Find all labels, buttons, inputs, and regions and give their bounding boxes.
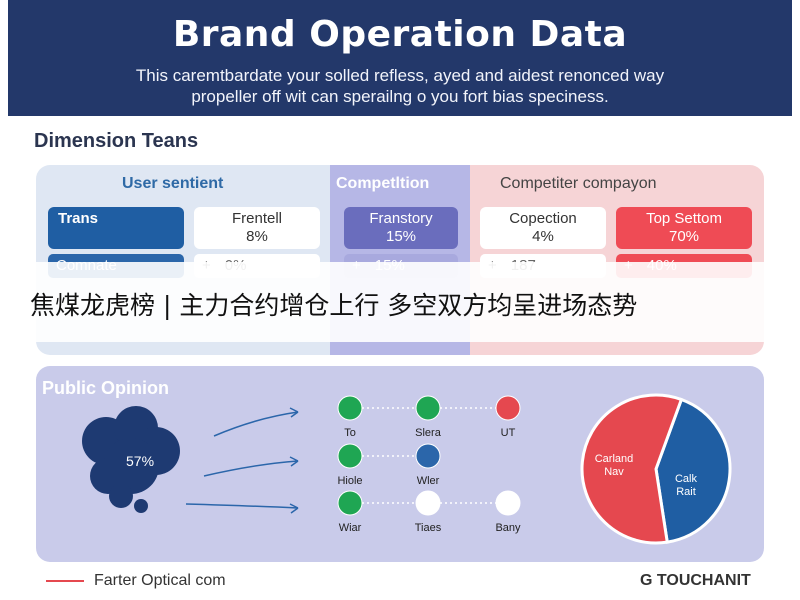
competition-title: Competltion	[336, 175, 430, 192]
opinion-node-6[interactable]	[337, 490, 363, 516]
copection-label: Copection	[509, 210, 577, 227]
opinion-node-3[interactable]	[495, 395, 521, 421]
arrow-1	[213, 411, 299, 437]
pie-slice-1[interactable]	[654, 397, 732, 544]
subtitle-line-1: This caremtbardate your solled refless, …	[135, 66, 665, 85]
dimension-section-title: Dimension Teans	[34, 130, 199, 152]
opinion-node-1[interactable]	[337, 395, 363, 421]
arrow-3-head	[289, 503, 299, 514]
top-settom-card[interactable]: Top Settom 70%	[616, 207, 752, 249]
pie-slice-label-1-1: Carland	[595, 453, 634, 465]
header-banner: Brand Operation Data This caremtbardate …	[8, 0, 792, 116]
arrow-2-head	[289, 456, 299, 467]
arrows	[185, 407, 299, 514]
top-settom-label: Top Settom	[646, 210, 722, 227]
trans-card-label: Trans	[58, 210, 99, 227]
arrow-2	[203, 460, 299, 477]
frentell-label: Frentell	[231, 210, 283, 227]
caption-text: 焦煤龙虎榜 | 主力合约增仓上行 多空双方均呈进场态势	[30, 291, 638, 320]
arrow-1-head	[289, 407, 299, 418]
trans-card[interactable]: Trans	[48, 207, 184, 249]
opinion-node-label-6: Wiar	[339, 522, 362, 534]
frentell-card[interactable]: Frentell 8%	[194, 207, 320, 249]
arrow-3	[185, 503, 299, 509]
franstory-value: 15%	[385, 228, 417, 245]
footer-right-text: G TOUCHANIT	[640, 572, 751, 589]
cloud-value: 57%	[126, 453, 154, 469]
opinion-node-label-4: Hiole	[337, 475, 362, 487]
opinion-node-label-1: To	[344, 427, 356, 439]
opinion-node-label-5: Wler	[417, 475, 440, 487]
opinion-node-label-8: Bany	[495, 522, 521, 534]
page-title: Brand Operation Data	[172, 14, 628, 55]
opinion-node-7[interactable]	[415, 490, 441, 516]
opinion-node-label-7: Tiaes	[415, 522, 442, 534]
top-settom-value: 70%	[668, 228, 700, 245]
footer-left-text: Farter Optical com	[94, 572, 226, 589]
user-sentiment-title: User sentient	[122, 175, 224, 192]
opinion-node-8[interactable]	[495, 490, 521, 516]
opinion-node-label-3: UT	[501, 427, 516, 439]
pie-slice-2[interactable]	[580, 393, 684, 545]
node-connectors	[362, 407, 496, 504]
footer-divider	[46, 580, 84, 582]
opinion-node-5[interactable]	[415, 443, 441, 469]
caption-overlay	[0, 262, 800, 342]
copection-value: 4%	[532, 228, 554, 245]
pie-slice-label-2-1: Calk	[675, 473, 698, 485]
competitor-title: Competiter compayon	[500, 175, 657, 192]
subtitle-line-2: propeller off wit can sperailng o you fo…	[191, 87, 609, 106]
cloud-shape	[82, 406, 180, 513]
pie-slice-label-2-2: Rait	[676, 486, 696, 498]
copection-card[interactable]: Copection 4%	[480, 207, 606, 249]
franstory-card[interactable]: Franstory 15%	[344, 207, 458, 249]
public-opinion-title: Public Opinion	[42, 378, 169, 398]
franstory-label: Franstory	[369, 210, 433, 227]
opinion-node-2[interactable]	[415, 395, 441, 421]
pie-slice-label-1-2: Nav	[604, 466, 624, 478]
frentell-value: 8%	[246, 228, 268, 245]
opinion-node-4[interactable]	[337, 443, 363, 469]
opinion-node-label-2: Slera	[415, 427, 442, 439]
